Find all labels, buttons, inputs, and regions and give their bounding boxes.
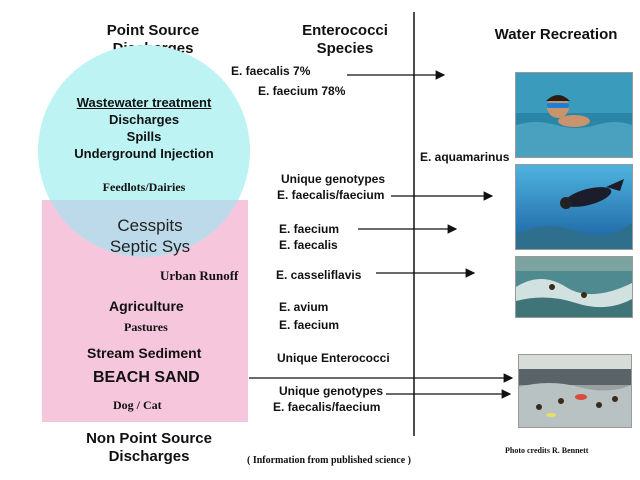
urban-runoff-label: Urban Runoff [160, 268, 239, 283]
species-unique-enterococci: Unique Enterococci [277, 351, 390, 365]
species-faecalis-faecium-2: E. faecalis/faecium [273, 400, 381, 414]
feedlots-label: Feedlots/Dairies [102, 180, 186, 194]
underground-injection-label: Underground Injection [74, 146, 214, 161]
scuba-diver-photo [515, 164, 633, 250]
species-faecium: E. faecium [279, 222, 340, 236]
surfer-photo [515, 256, 633, 318]
info-source-note: ( Information from published science ) [247, 455, 411, 466]
swimmer-photo [515, 72, 633, 158]
septic-label: Septic Sys [109, 237, 191, 256]
species-faecalis-7: E. faecalis 7% [231, 64, 311, 78]
water-recreation-header: Water Recreation [494, 26, 618, 43]
species-unique-genotypes-2: Unique genotypes [279, 384, 384, 398]
agriculture-label: Agriculture [109, 298, 184, 314]
species-aquamarinus: E. aquamarinus [420, 150, 510, 164]
stream-sediment-label: Stream Sediment [87, 345, 202, 361]
species-faecalis: E. faecalis [279, 238, 338, 252]
enterococci-header: Enterococci Species [302, 22, 388, 57]
species-unique-genotypes-1: Unique genotypes [281, 172, 386, 186]
photo-credits: Photo credits R. Bennett [505, 446, 589, 455]
species-faecium-2: E. faecium [279, 318, 340, 332]
species-faecalis-faecium-1: E. faecalis/faecium [277, 188, 385, 202]
non-point-source-header: Non Point Source Discharges [86, 430, 212, 465]
beach-sand-label: BEACH SAND [93, 369, 200, 386]
species-faecium-78: E. faecium 78% [258, 84, 346, 98]
pastures-label: Pastures [124, 320, 168, 334]
dog-cat-label: Dog / Cat [113, 398, 162, 412]
wastewater-treatment-label: Wastewater treatment [76, 95, 212, 110]
discharges-label: Discharges [108, 112, 180, 127]
species-avium: E. avium [279, 300, 329, 314]
species-casseliflavis: E. casseliflavis [276, 268, 362, 282]
cesspits-label: Cesspits [117, 216, 183, 235]
beach-crowd-photo [518, 354, 632, 428]
spills-label: Spills [126, 129, 162, 144]
